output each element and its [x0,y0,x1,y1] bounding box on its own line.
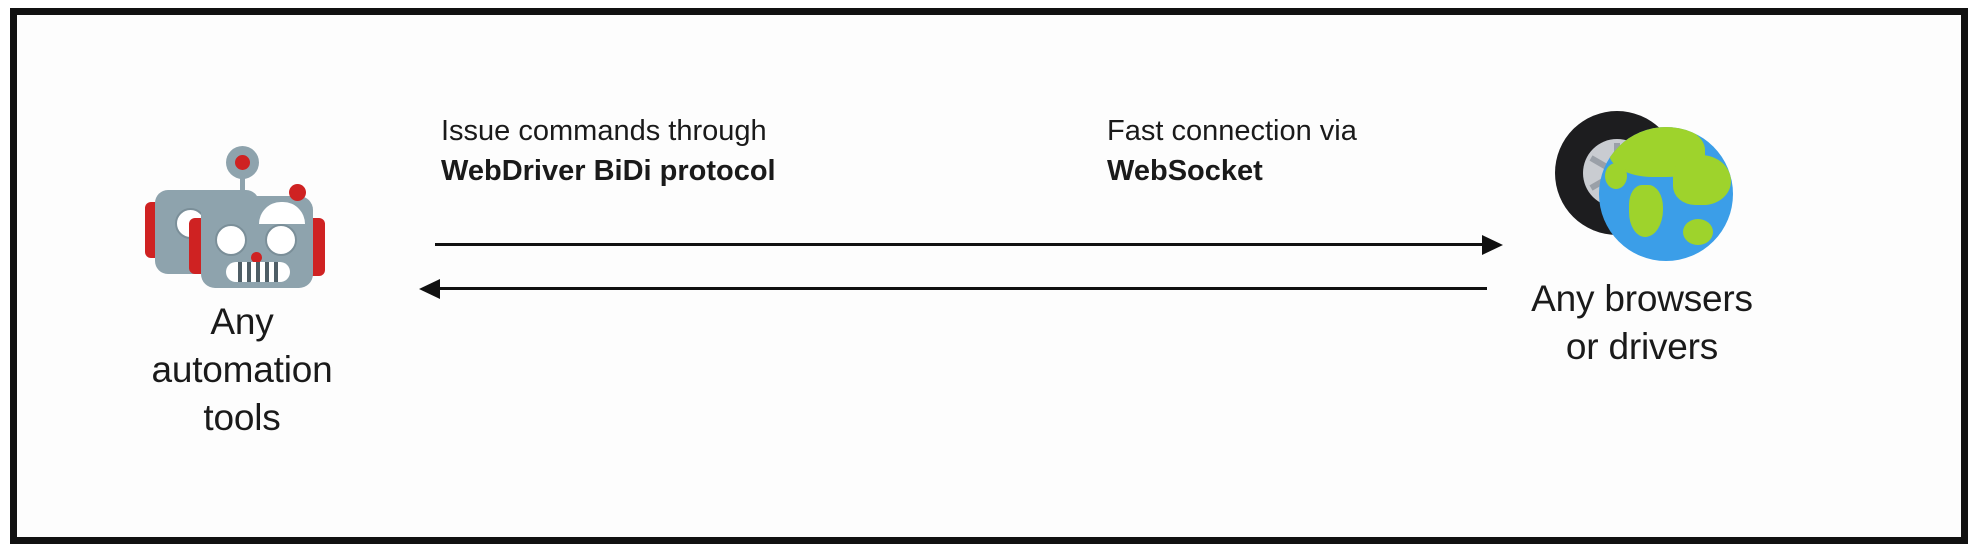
right-actor-caption-line-1: Any browsers [1531,278,1753,319]
diagram-canvas: Any automation tools Issue commands thro… [17,15,1961,537]
arrow-events-head-icon [419,279,440,299]
globe-landmass [1605,163,1627,189]
left-actor-caption-line-3: tools [203,397,281,439]
left-actor-caption-line-1: Any [210,301,274,342]
robot-eye-left [215,224,247,256]
robot-antenna-light [235,155,250,170]
globe-landmass [1629,185,1663,237]
websocket-label-line-1: Fast connection via [1107,115,1357,147]
robot-tooth [247,262,251,282]
connection-arrows [419,225,1503,305]
globe-and-tire-icon [1537,105,1747,265]
webdriver-bidi-label-line-2: WebDriver BiDi protocol [441,154,776,187]
robot-mouth [226,262,290,282]
left-actor-caption-line-2: automation [151,349,333,391]
robot-brow [259,202,305,224]
arrow-commands-head-icon [1482,235,1503,255]
robot-tooth [256,262,260,282]
robot-icon [145,140,337,290]
robot-tooth [238,262,242,282]
globe-icon [1599,127,1733,261]
robot-nose [251,252,262,263]
arrow-events-line [435,287,1487,290]
webdriver-bidi-label-line-1: Issue commands through [441,115,767,147]
robot-antenna-stem [240,162,245,198]
right-actor-caption-line-2: or drivers [1565,326,1719,368]
left-actor-caption: Any automation tools [112,298,372,442]
globe-landmass [1673,155,1731,205]
arrow-commands-line [435,243,1490,246]
left-actor: Any automation tools [112,140,372,442]
robot-tooth [274,262,278,282]
globe-landmass [1683,219,1713,245]
robot-side-light [289,184,306,201]
diagram-frame: Any automation tools Issue commands thro… [10,8,1968,544]
websocket-label: Fast connection via WebSocket [1107,113,1357,190]
right-actor-caption: Any browsers or drivers [1442,275,1842,371]
right-actor: Any browsers or drivers [1442,105,1842,371]
robot-tooth [265,262,269,282]
robot-eye-right [265,224,297,256]
webdriver-bidi-label: Issue commands through WebDriver BiDi pr… [441,113,776,190]
websocket-label-line-2: WebSocket [1107,154,1263,187]
